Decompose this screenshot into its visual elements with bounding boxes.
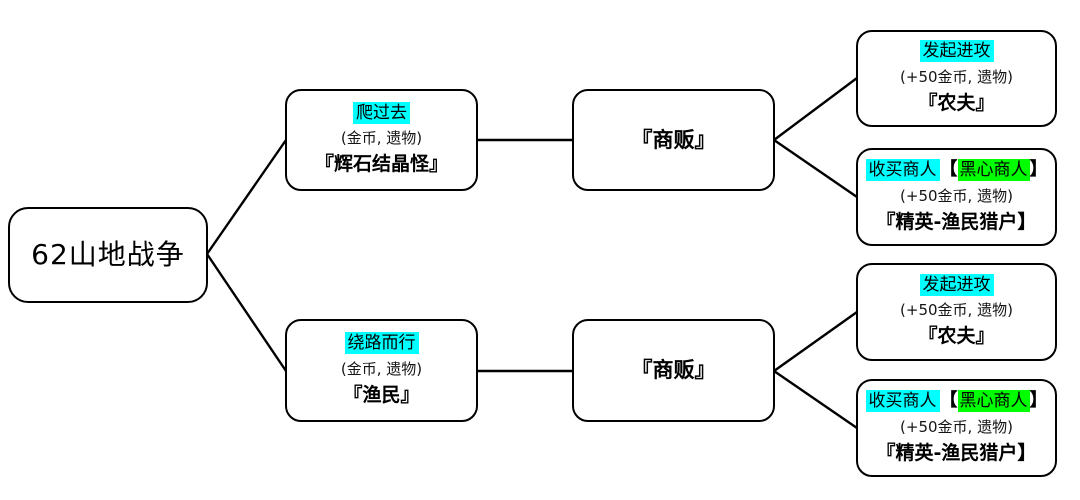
connector-bottom-merchant-to-attack — [772, 310, 859, 373]
node-root-event: 62山地战争 — [8, 207, 208, 303]
attack-enemy-name: 『农夫』 — [918, 325, 995, 348]
choice-reward-label: (金币, 遗物) — [340, 129, 423, 148]
choice-action-label: 爬过去 — [353, 101, 410, 124]
bribe-action-label: 收买商人【黑心商人】 — [865, 390, 1048, 413]
highlighted-tag-text: 黑心商人 — [957, 390, 1030, 413]
node-bribe-outcome-top: 收买商人【黑心商人】 (+50金币, 遗物) 『精英-渔民猎户】 — [856, 148, 1057, 246]
node-merchant-top: 『商贩』 — [572, 89, 775, 191]
bribe-enemy-name: 『精英-渔民猎户】 — [876, 211, 1037, 234]
choice-enemy-name: 『辉石结晶怪』 — [314, 153, 448, 176]
bribe-reward-label: (+50金币, 遗物) — [900, 186, 1013, 205]
event-title: 62山地战争 — [31, 237, 185, 271]
attack-action-label: 发起进攻 — [919, 40, 994, 63]
bribe-reward-label: (+50金币, 遗物) — [900, 417, 1013, 436]
node-attack-outcome-bottom: 发起进攻 (+50金币, 遗物) 『农夫』 — [856, 263, 1057, 361]
highlighted-tag-text: 黑心商人 — [957, 159, 1030, 182]
bracket-close: 】 — [1029, 390, 1048, 412]
highlighted-action-text: 收买商人 — [865, 390, 940, 413]
connector-root-to-top-choice — [205, 138, 288, 256]
merchant-name: 『商贩』 — [631, 127, 716, 152]
attack-reward-label: (+50金币, 遗物) — [900, 301, 1013, 320]
node-choice-climb: 爬过去 (金币, 遗物) 『辉石结晶怪』 — [285, 89, 478, 191]
choice-reward-label: (金币, 遗物) — [340, 359, 423, 378]
connector-top-merchant-to-bribe — [772, 138, 859, 199]
bracket-close: 】 — [1029, 159, 1048, 181]
node-attack-outcome-top: 发起进攻 (+50金币, 遗物) 『农夫』 — [856, 30, 1057, 127]
bribe-action-label: 收买商人【黑心商人】 — [865, 159, 1048, 182]
highlighted-action-text: 发起进攻 — [919, 40, 994, 63]
highlighted-action-text: 绕路而行 — [344, 332, 419, 355]
merchant-name: 『商贩』 — [631, 358, 716, 383]
bribe-enemy-name: 『精英-渔民猎户】 — [876, 442, 1037, 465]
node-merchant-bottom: 『商贩』 — [572, 319, 775, 422]
choice-enemy-name: 『渔民』 — [343, 383, 420, 406]
highlighted-action-text: 收买商人 — [865, 159, 940, 182]
highlighted-action-text: 发起进攻 — [919, 273, 994, 296]
attack-action-label: 发起进攻 — [919, 273, 994, 296]
attack-reward-label: (+50金币, 遗物) — [900, 67, 1013, 86]
connector-bottom-merchant-to-bribe — [772, 369, 859, 430]
connector-root-to-bottom-choice — [205, 252, 288, 373]
attack-enemy-name: 『农夫』 — [918, 91, 995, 114]
choice-action-label: 绕路而行 — [344, 332, 419, 355]
bracket-open: 【 — [939, 159, 958, 181]
node-choice-detour: 绕路而行 (金币, 遗物) 『渔民』 — [285, 319, 478, 422]
highlighted-action-text: 爬过去 — [353, 101, 410, 124]
connector-top-merchant-to-attack — [772, 76, 859, 142]
node-bribe-outcome-bottom: 收买商人【黑心商人】 (+50金币, 遗物) 『精英-渔民猎户】 — [856, 379, 1057, 477]
bracket-open: 【 — [939, 390, 958, 412]
